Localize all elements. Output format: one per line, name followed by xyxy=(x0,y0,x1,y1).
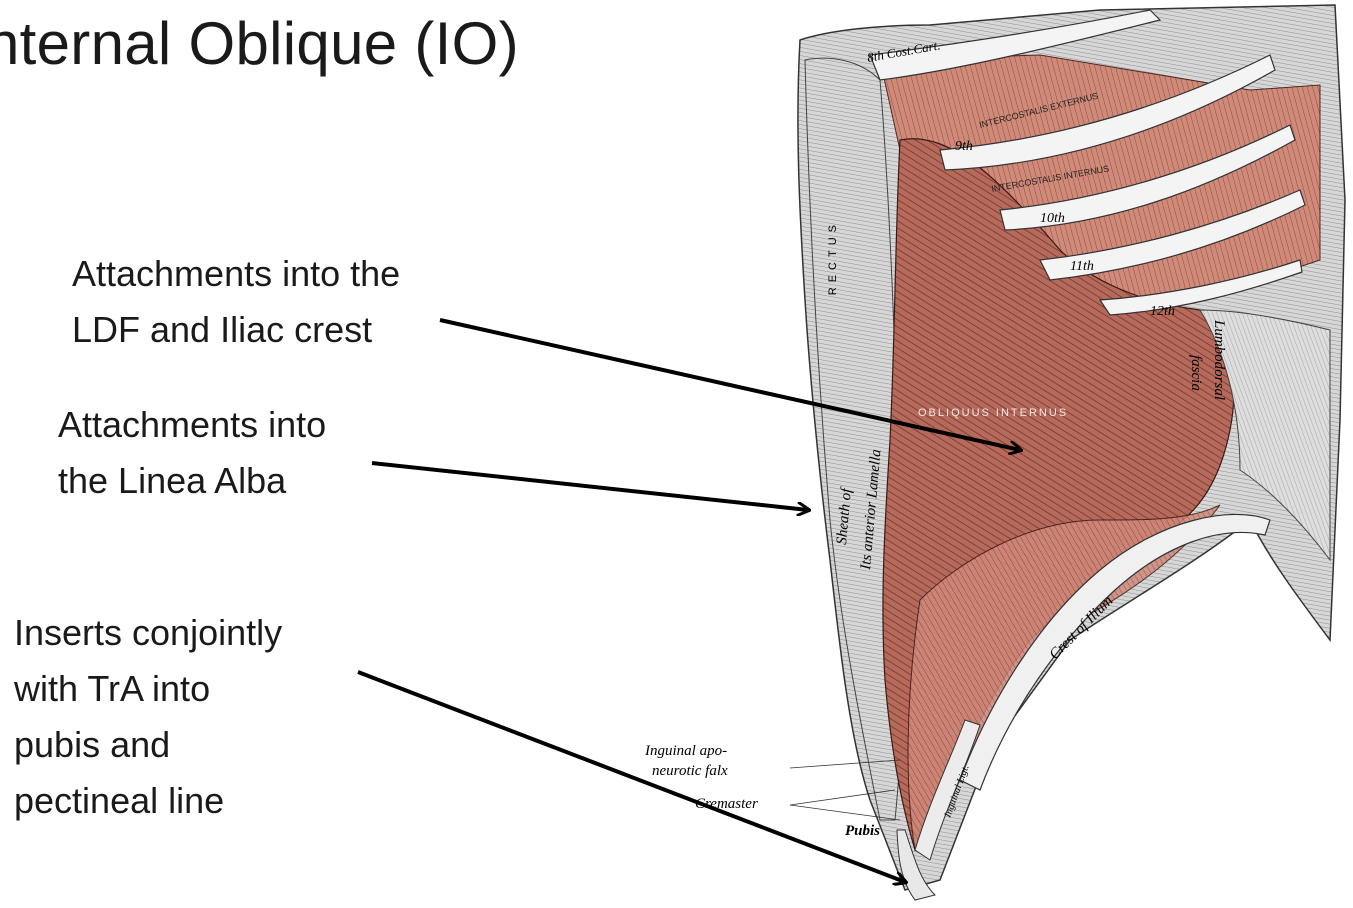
label-inguinal-falx-1: Inguinal apo- xyxy=(644,743,727,759)
label-rib-10: 10th xyxy=(1040,211,1065,226)
label-rectus: RECTUS xyxy=(827,220,839,295)
label-rib-12: 12th xyxy=(1150,304,1175,319)
label-cremaster: Cremaster xyxy=(695,796,758,812)
label-lumbodorsal: Lumbodorsal xyxy=(1211,319,1227,400)
label-rib-11: 11th xyxy=(1070,259,1094,274)
label-rib-9: 9th xyxy=(955,139,973,154)
label-pubis: Pubis xyxy=(845,823,880,839)
label-fascia: fascia xyxy=(1188,355,1204,391)
label-inguinal-falx-2: neurotic falx xyxy=(652,763,728,779)
label-obliquus-internus: OBLIQUUS INTERNUS xyxy=(918,407,1068,419)
